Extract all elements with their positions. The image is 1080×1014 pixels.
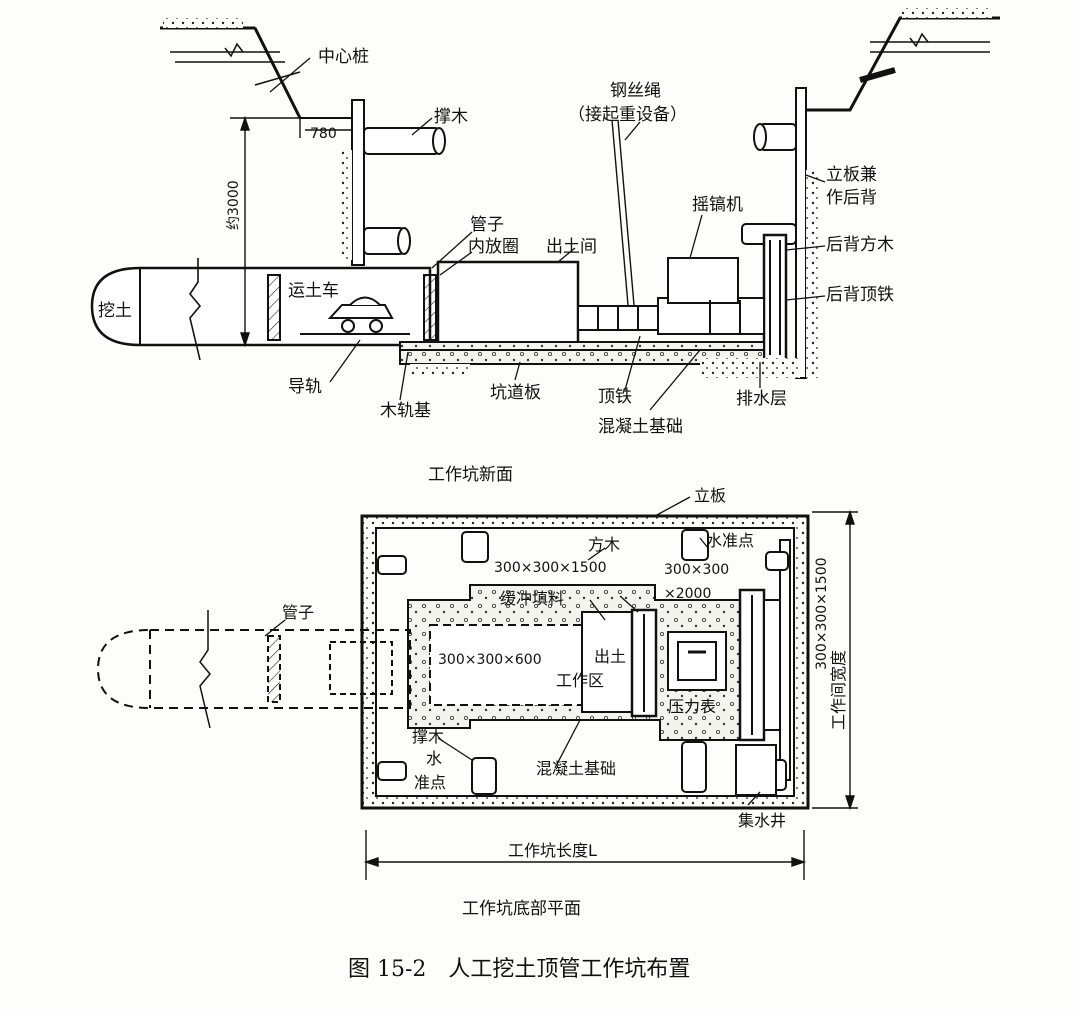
label-plan-pipe: 管子	[282, 603, 314, 622]
label-width-dim: 300×300×1500	[814, 557, 830, 670]
label-riser-back: 作后背	[826, 188, 877, 208]
label-guide-rail: 导轨	[288, 377, 322, 397]
label-inner-ring: 内放圈	[468, 237, 519, 257]
label-concrete-base: 混凝土基础	[598, 417, 683, 437]
label-plan-timber: 方木	[588, 535, 620, 554]
label-center-stake: 中心桩	[318, 47, 369, 67]
ground-right	[800, 8, 1000, 112]
label-drainage: 排水层	[736, 389, 787, 409]
label-plan-concrete: 混凝土基础	[536, 759, 616, 778]
label-width: 工作间宽度	[829, 650, 848, 730]
label-work-area: 工作区	[556, 671, 604, 690]
label-back-iron: 后背顶铁	[826, 285, 894, 305]
label-strut: 撑木	[434, 107, 468, 127]
right-shoring	[741, 87, 820, 379]
label-dim-3000: 约3000	[226, 180, 242, 230]
label-dim-a: 300×300×1500	[494, 560, 607, 576]
label-level-2: 准点	[414, 773, 446, 792]
label-dim-b2: ×2000	[664, 586, 711, 602]
figure-caption: 图 15-2 人工挖土顶管工作坑布置	[348, 957, 690, 982]
section-text: 中心桩 撑木 780 约3000 钢丝绳 （接起重设备） 摇镐机 管子 内放圈 …	[98, 47, 894, 485]
label-wood-base: 木轨基	[380, 401, 431, 421]
label-riser: 立板兼	[826, 165, 877, 185]
label-cart: 运土车	[288, 281, 339, 301]
label-dim-780: 780	[310, 126, 337, 142]
label-back-timber: 后背方木	[826, 235, 894, 255]
label-sump: 集水井	[738, 811, 786, 830]
section-title: 工作坑新面	[428, 465, 513, 485]
plan-title: 工作坑底部平面	[462, 899, 581, 919]
leader-lines	[269, 57, 826, 411]
dim-length	[363, 830, 807, 880]
label-length: 工作坑长度L	[508, 841, 597, 860]
label-outlet: 出土	[594, 647, 626, 666]
left-shoring	[340, 99, 446, 266]
plan-leaders	[264, 496, 761, 806]
label-buffer: 缓冲填料	[500, 589, 564, 608]
pipe-section	[90, 258, 437, 361]
ground-left	[160, 18, 360, 119]
plan-struts	[377, 529, 789, 796]
pipe-segment	[436, 260, 580, 346]
plan-text: 立板 方木 水准点 300×300×1500 300×300 ×2000 缓冲填…	[282, 486, 848, 919]
label-pit-board: 坑道板	[490, 383, 541, 403]
dim-width	[812, 509, 858, 811]
section-view	[90, 8, 1000, 411]
label-dig: 挖土	[98, 301, 132, 321]
label-plan-riser: 立板	[694, 486, 726, 505]
label-plan-level-point: 水准点	[706, 531, 754, 550]
foundation	[399, 341, 800, 378]
label-pressure: 压力表	[668, 697, 716, 716]
plan-view	[96, 496, 858, 880]
label-jack-machine: 摇镐机	[692, 195, 743, 215]
label-soil-room: 出土间	[546, 237, 597, 257]
label-dim-b1: 300×300	[664, 562, 729, 578]
label-plan-strut: 撑木	[412, 727, 444, 746]
label-top-iron: 顶铁	[598, 387, 632, 407]
label-level-1: 水	[426, 749, 442, 768]
label-wire-rope-note: （接起重设备）	[568, 105, 687, 125]
jacking-assembly	[577, 119, 765, 335]
label-pipe: 管子	[470, 215, 504, 235]
label-dim-c: 300×300×600	[438, 652, 542, 668]
dim-3000	[230, 115, 352, 348]
label-wire-rope: 钢丝绳	[610, 81, 661, 101]
